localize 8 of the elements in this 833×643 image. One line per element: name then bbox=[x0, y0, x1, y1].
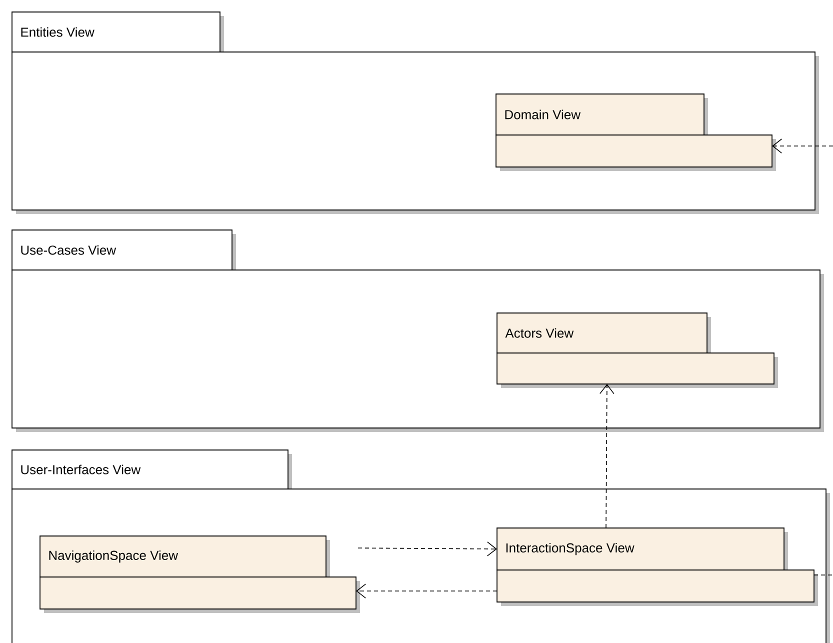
dependency-arrow bbox=[358, 542, 497, 556]
dependency-arrow bbox=[772, 138, 833, 154]
package: NavigationSpace View bbox=[40, 536, 360, 613]
dependency-arrow bbox=[600, 384, 614, 528]
package: Actors View bbox=[496, 312, 778, 388]
package: Domain View bbox=[496, 94, 776, 171]
dependency-arrow bbox=[356, 584, 498, 598]
package: InteractionSpace View bbox=[496, 528, 818, 606]
